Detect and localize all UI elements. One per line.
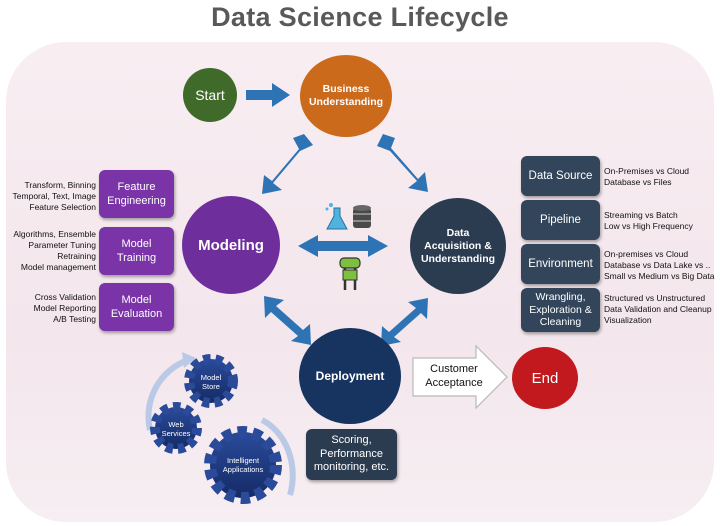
customer-acceptance-arrow	[412, 344, 508, 410]
business-line-1: Business	[322, 83, 370, 95]
page-title: Data Science Lifecycle	[211, 2, 509, 32]
business-line-2: Understanding	[308, 96, 384, 108]
acquisition-line-2: Acquisition &	[424, 239, 492, 252]
feature-engineering-box: Feature Engineering	[99, 170, 174, 218]
intelligent-apps-label: Intelligent Applications	[222, 456, 264, 474]
wrangling-box: Wrangling, Exploration & Cleaning	[521, 288, 600, 332]
pipeline-box: Pipeline	[521, 200, 600, 240]
business-understanding-node: Business Understanding	[300, 55, 392, 137]
model-evaluation-notes: Cross Validation Model Reporting A/B Tes…	[33, 292, 96, 324]
pipeline-notes: Streaming vs Batch Low vs High Frequency	[604, 210, 693, 231]
arrow-start-to-business	[246, 83, 290, 107]
arrow-modeling-deployment	[264, 296, 311, 345]
modeling-node: Modeling	[182, 196, 280, 294]
data-acquisition-node: Data Acquisition & Understanding	[410, 198, 506, 294]
acquisition-line-3: Understanding	[420, 252, 496, 265]
deployment-node: Deployment	[299, 328, 401, 424]
science-robot-icon	[339, 257, 361, 290]
arrow-business-acquisition	[377, 134, 428, 192]
gear-cycle-arc-right	[260, 417, 296, 496]
feature-engineering-notes: Transform, Binning Temporal, Text, Image…	[12, 180, 96, 212]
acquisition-line-1: Data	[446, 226, 470, 239]
model-training-box: Model Training	[99, 227, 174, 275]
gear-intelligent-apps	[204, 426, 282, 504]
model-evaluation-box: Model Evaluation	[99, 283, 174, 331]
start-node: Start	[183, 68, 237, 122]
arrow-modeling-acquisition	[298, 235, 388, 257]
wrangling-notes: Structured vs Unstructured Data Validati…	[604, 293, 712, 325]
database-icon	[353, 205, 371, 228]
gear-model-store	[184, 354, 238, 408]
arrow-business-modeling	[262, 134, 313, 194]
model-store-label: Model Store	[200, 373, 222, 391]
gear-cycle-arc-left	[145, 357, 190, 431]
model-training-notes: Algorithms, Ensemble Parameter Tuning Re…	[13, 229, 96, 272]
data-source-box: Data Source	[521, 156, 600, 196]
gear-web-services	[150, 402, 202, 454]
environment-notes: On-premises vs Cloud Database vs Data La…	[604, 249, 715, 281]
scoring-box: Scoring, Performance monitoring, etc.	[306, 429, 397, 480]
customer-acceptance-label: Customer Acceptance	[425, 363, 483, 389]
web-services-label: Web Services	[161, 420, 191, 438]
flask-icon	[325, 203, 348, 230]
environment-box: Environment	[521, 244, 600, 284]
data-source-notes: On-Premises vs Cloud Database vs Files	[604, 166, 690, 187]
end-node: End	[512, 347, 578, 409]
arrow-acquisition-deployment	[381, 298, 428, 346]
